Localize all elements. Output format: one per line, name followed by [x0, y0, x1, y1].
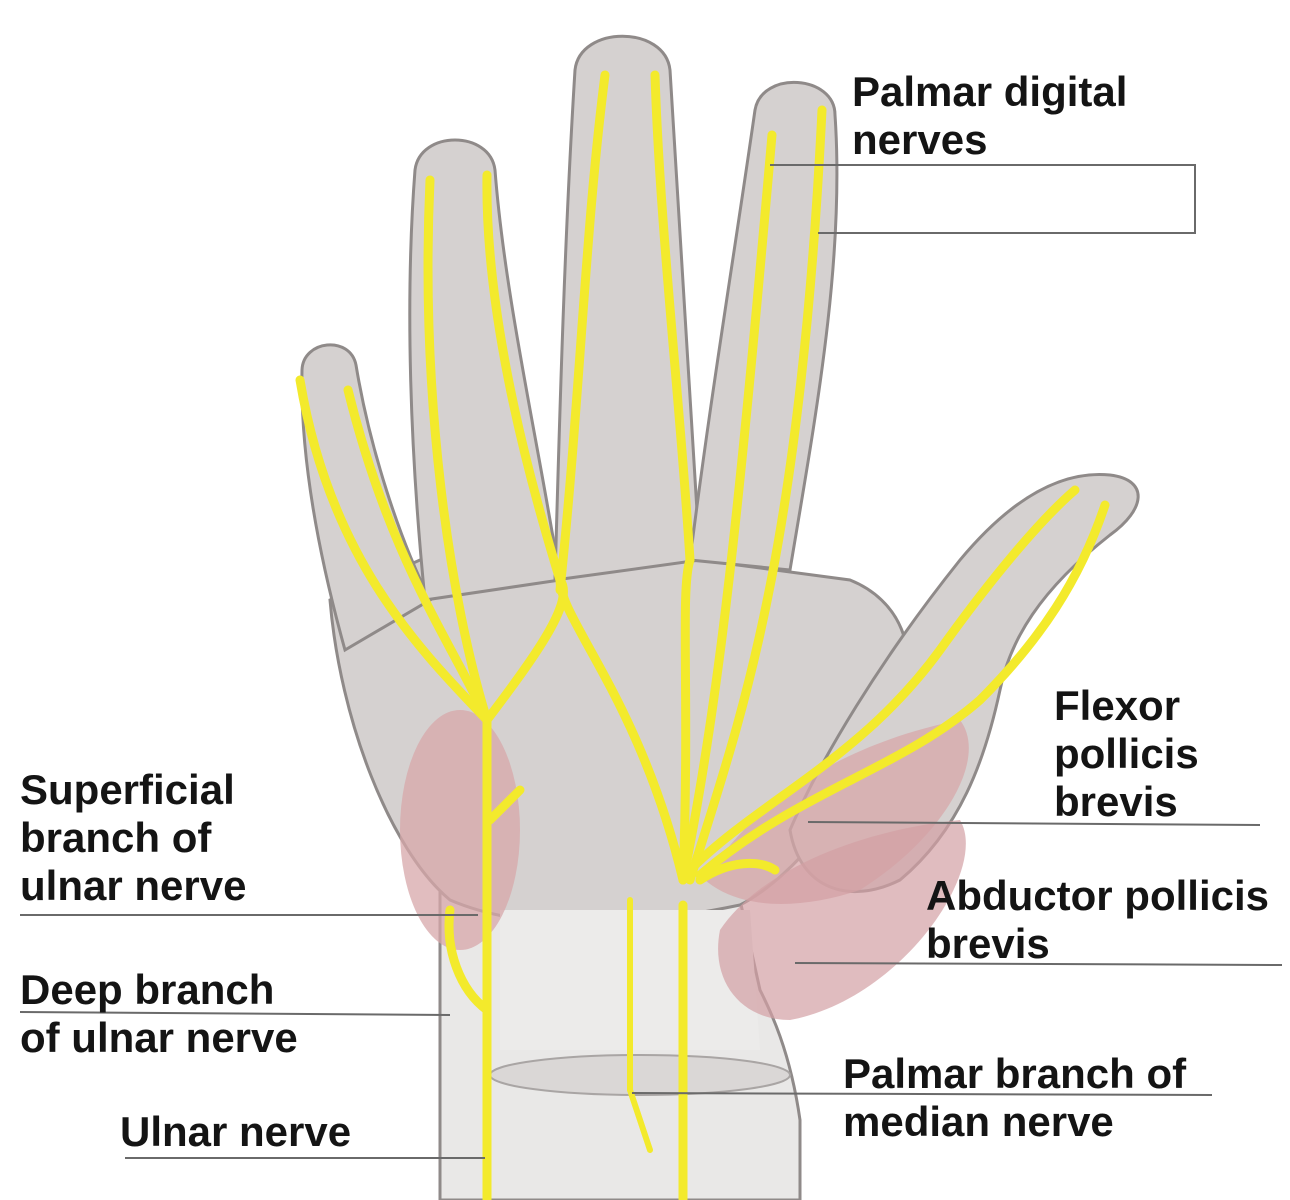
leader-palmar-branch-median — [631, 1092, 1213, 1096]
digital-nerve-thumb-1 — [685, 485, 1080, 875]
little-finger — [300, 343, 432, 653]
label-superficial-branch-ulnar: Superficial branch of ulnar nerve — [20, 766, 247, 909]
index-finger — [688, 80, 839, 572]
label-abductor-pollicis-brevis: Abductor pollicis brevis — [926, 872, 1270, 967]
label-ulnar-nerve: Ulnar nerve — [120, 1108, 352, 1155]
digital-nerve-index-1 — [678, 130, 777, 885]
digital-nerve-thumb-2 — [695, 500, 1110, 880]
leader-deep-ulnar — [19, 1011, 451, 1016]
leader-lines — [19, 164, 1283, 1159]
digital-nerve-little-1 — [295, 375, 492, 725]
deep-branch-ulnar-path — [444, 905, 492, 1015]
palmar-branch-median-path — [627, 897, 653, 1153]
abductor-pollicis-brevis-muscle — [718, 820, 966, 1020]
leader-flexor-pollicis — [807, 821, 1261, 826]
label-deep-branch-ulnar: Deep branch of ulnar nerve — [20, 966, 298, 1061]
label-palmar-branch-median: Palmar branch of median nerve — [843, 1050, 1187, 1145]
digital-nerve-index-2 — [685, 105, 827, 885]
digital-nerve-middle-2 — [650, 70, 695, 885]
leader-abductor-pollicis — [794, 962, 1283, 966]
nerves — [295, 70, 1110, 1200]
middle-finger — [553, 34, 702, 582]
digital-nerve-ring-1 — [423, 175, 492, 725]
wrist-crease — [489, 1054, 791, 1096]
digital-nerve-little-2 — [343, 385, 492, 725]
ulnar-small-twig — [485, 785, 525, 825]
label-palmar-digital-nerves: Palmar digital nerves — [852, 68, 1128, 163]
leader-palmar-digital — [770, 164, 1196, 234]
digital-nerve-middle-1 — [555, 70, 610, 595]
label-flexor-pollicis-brevis: Flexor pollicis brevis — [1054, 682, 1199, 825]
ring-finger — [408, 138, 562, 602]
recurrent-branch-median — [695, 858, 780, 885]
